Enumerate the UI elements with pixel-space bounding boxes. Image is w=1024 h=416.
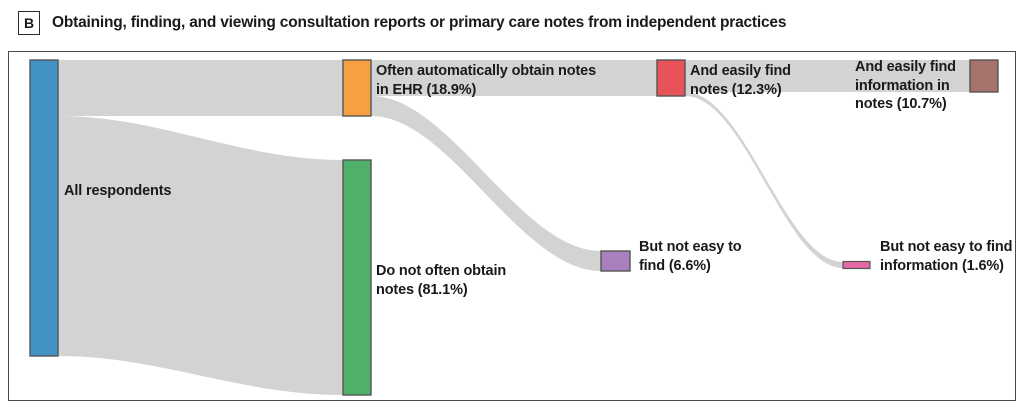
label-not-easy-find: But not easy to find (6.6%) (639, 239, 742, 274)
label-all-respondents: All respondents (64, 183, 172, 199)
label-not-easy-find-information: But not easy to find information (1.6%) (880, 239, 1013, 274)
label-do-not-obtain-notes: Do not often obtain notes (81.1%) (376, 263, 507, 298)
label-easily-find-notes: And easily find notes (12.3%) (690, 63, 791, 98)
page-title: Obtaining, finding, and viewing consulta… (52, 14, 787, 31)
label-obtain-notes: Often automatically obtain notes in EHR … (376, 63, 596, 98)
panel-tag-b: B (18, 11, 40, 35)
panel-header: B Obtaining, finding, and viewing consul… (0, 0, 1024, 46)
label-easily-find-information: And easily find information in notes (10… (855, 59, 956, 113)
